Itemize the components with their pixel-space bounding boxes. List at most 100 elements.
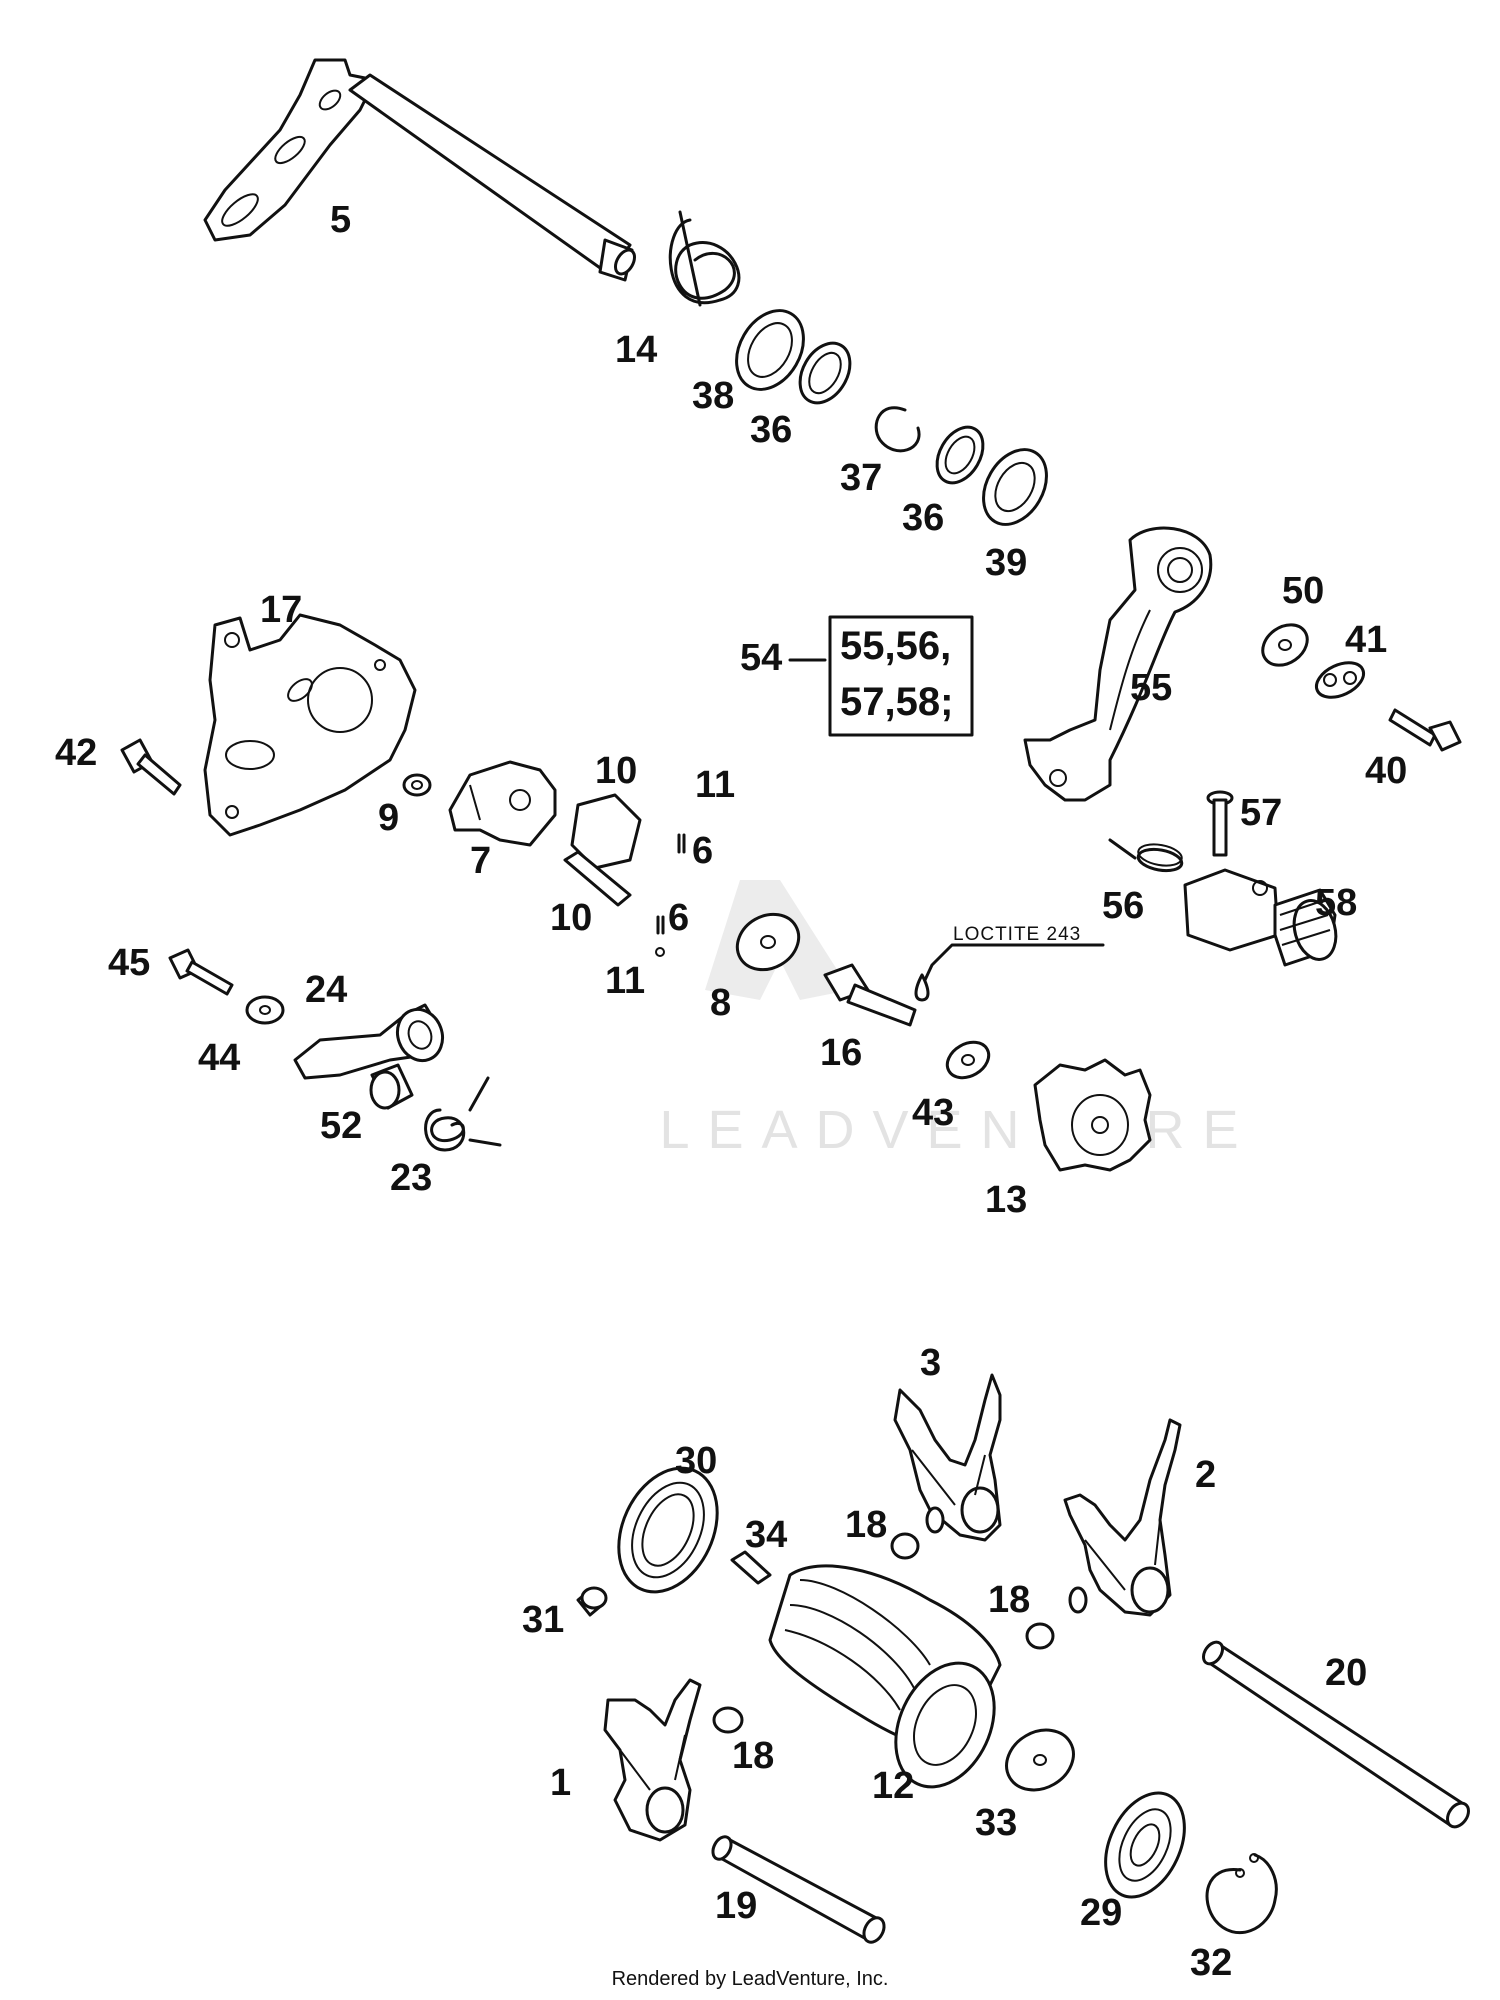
callout-40: 40 [1365, 750, 1407, 792]
callout-39: 39 [985, 542, 1027, 584]
callout-36-lower: 36 [902, 497, 944, 539]
part-2-shift-fork[interactable] [1063, 1418, 1182, 1617]
callout-11-lower: 11 [605, 960, 645, 1002]
callout-9: 9 [378, 797, 399, 839]
callout-19: 19 [715, 1885, 757, 1927]
callout-17: 17 [260, 589, 302, 631]
callout-57: 57 [1240, 792, 1282, 834]
part-36-washer-lower[interactable] [928, 419, 993, 491]
part-39-seal[interactable] [971, 438, 1059, 535]
callout-29: 29 [1080, 1892, 1122, 1934]
part-24-shift-arm[interactable] [293, 1003, 450, 1080]
part-8-washer[interactable] [727, 903, 808, 980]
part-13-shift-star[interactable] [1033, 1058, 1152, 1172]
callout-41: 41 [1345, 619, 1387, 661]
callout-18-a: 18 [845, 1504, 887, 1546]
callout-30: 30 [675, 1440, 717, 1482]
callout-31: 31 [522, 1599, 564, 1641]
callout-5: 5 [330, 199, 351, 241]
callout-8: 8 [710, 982, 731, 1024]
part-42-bolt[interactable] [120, 738, 182, 796]
callout-13: 13 [985, 1179, 1027, 1221]
part-20-fork-shaft[interactable] [1200, 1639, 1473, 1831]
callout-2: 2 [1195, 1454, 1216, 1496]
callout-7: 7 [470, 840, 491, 882]
part-34-pin[interactable] [730, 1550, 772, 1585]
callout-12: 12 [872, 1765, 914, 1807]
callout-3: 3 [920, 1342, 941, 1384]
kit-line-2: 57,58; [840, 680, 953, 724]
part-57-pin[interactable] [1206, 790, 1234, 857]
callout-32: 32 [1190, 1942, 1232, 1984]
kit-line-1: 55,56, [840, 624, 951, 668]
callout-37: 37 [840, 457, 882, 499]
part-36-washer-top[interactable] [790, 334, 860, 411]
callout-18-b: 18 [988, 1579, 1030, 1621]
part-19-fork-shaft[interactable] [709, 1834, 888, 1946]
part-16-stud[interactable] [823, 963, 917, 1027]
part-10-pin[interactable] [563, 850, 632, 907]
callout-6-top: 6 [692, 830, 713, 872]
callout-23: 23 [390, 1157, 432, 1199]
callout-52: 52 [320, 1105, 362, 1147]
part-37-circlip[interactable] [874, 406, 921, 453]
part-58-footpeg[interactable] [1183, 868, 1342, 967]
part-17-guide-plate[interactable] [203, 613, 417, 837]
part-41-bushing[interactable] [1311, 656, 1369, 704]
part-10-pawl-block[interactable] [570, 793, 642, 870]
part-6-pins[interactable] [656, 833, 686, 935]
part-18-roller-c[interactable] [712, 1706, 744, 1734]
callout-43: 43 [912, 1092, 954, 1134]
part-3-shift-fork[interactable] [893, 1373, 1002, 1542]
part-18-roller-a[interactable] [890, 1532, 920, 1560]
part-5-shift-shaft[interactable] [203, 58, 638, 282]
part-43-washer[interactable] [941, 1035, 995, 1085]
part-38-washer[interactable] [723, 299, 817, 402]
kit-54-box [788, 615, 974, 737]
callout-58: 58 [1315, 882, 1357, 924]
part-9-washer[interactable] [402, 773, 432, 797]
part-50-washer[interactable] [1255, 616, 1315, 673]
callout-44: 44 [198, 1037, 240, 1079]
callout-14: 14 [615, 329, 657, 371]
part-14-spring[interactable] [668, 210, 741, 307]
callout-38: 38 [692, 375, 734, 417]
loctite-note: LOCTITE 243 [953, 924, 1081, 945]
callout-36-top: 36 [750, 409, 792, 451]
callout-24: 24 [305, 969, 347, 1011]
part-52-roller[interactable] [369, 1063, 414, 1110]
part-1-shift-fork[interactable] [603, 1678, 702, 1842]
part-33-washer[interactable] [996, 1718, 1085, 1801]
callout-10-top: 10 [595, 750, 637, 792]
callout-55: 55 [1130, 667, 1172, 709]
part-32-circlip[interactable] [1205, 1853, 1278, 1935]
part-55-shift-lever[interactable] [1023, 526, 1213, 802]
part-40-bolt[interactable] [1388, 708, 1462, 752]
callout-56: 56 [1102, 885, 1144, 927]
part-56-spring[interactable] [1108, 838, 1184, 874]
callout-11-top: 11 [695, 764, 735, 806]
part-29-bearing[interactable] [1090, 1780, 1200, 1909]
footer-credit: Rendered by LeadVenture, Inc. [611, 1968, 889, 1990]
part-12-shift-drum[interactable] [768, 1564, 1013, 1803]
callout-34: 34 [745, 1514, 787, 1556]
part-31-screw[interactable] [576, 1586, 608, 1617]
callout-10-lower: 10 [550, 897, 592, 939]
callout-16: 16 [820, 1032, 862, 1074]
callout-20: 20 [1325, 1652, 1367, 1694]
callout-6-lower: 6 [668, 897, 689, 939]
part-30-bearing[interactable] [600, 1452, 737, 1608]
part-23-spring[interactable] [424, 1076, 502, 1152]
callout-50: 50 [1282, 570, 1324, 612]
part-7-shift-quadrant[interactable] [448, 760, 557, 847]
callout-33: 33 [975, 1802, 1017, 1844]
callout-45: 45 [108, 942, 150, 984]
callout-labels: 5 14 38 36 37 36 39 17 50 41 42 9 7 10 1… [55, 199, 1407, 1984]
part-44-washer[interactable] [245, 995, 285, 1025]
part-11-ball[interactable] [655, 947, 665, 957]
part-45-bolt[interactable] [168, 948, 234, 996]
part-18-roller-b[interactable] [1025, 1622, 1055, 1650]
loctite-callout [914, 943, 1105, 1002]
